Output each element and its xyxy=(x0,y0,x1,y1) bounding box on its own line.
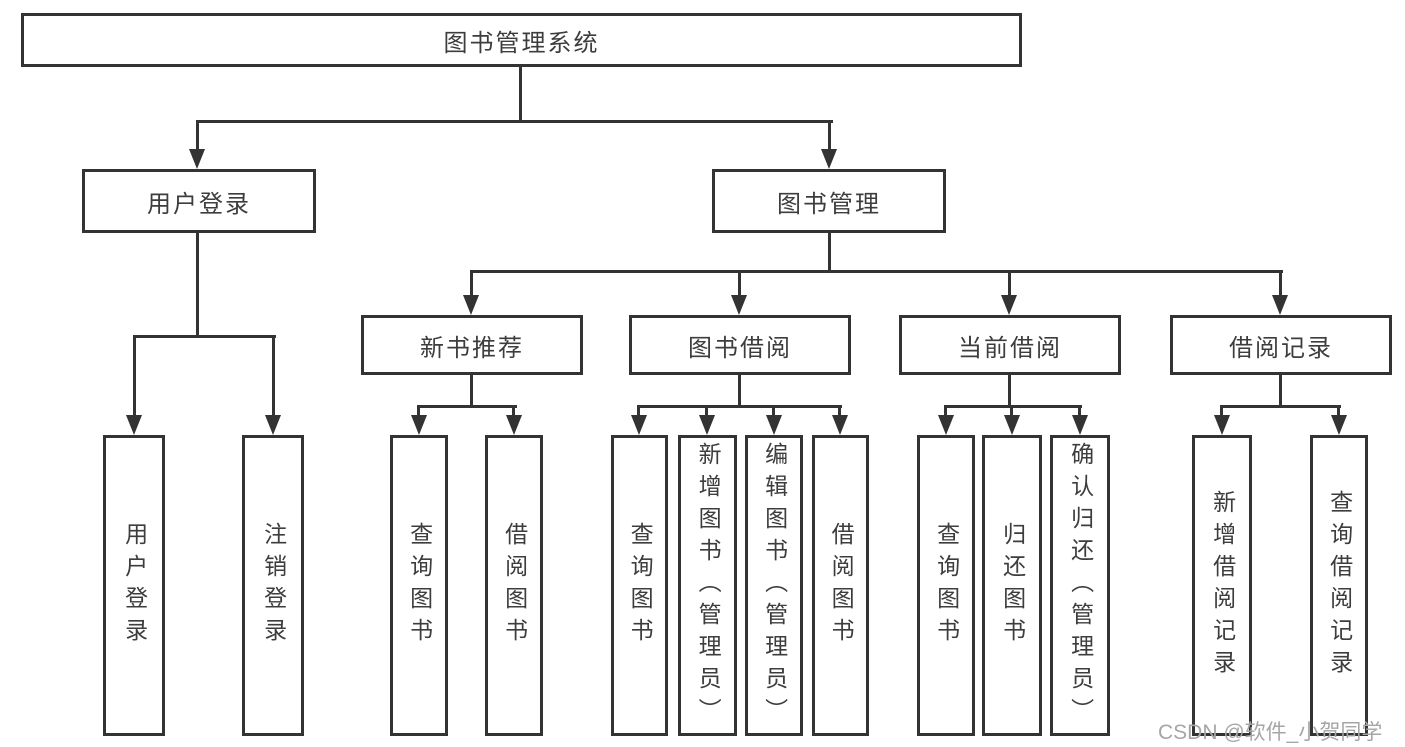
arrow-down-icon xyxy=(699,415,715,435)
node-library-management-system: 图书管理系统 xyxy=(21,13,1022,67)
arrow-down-icon xyxy=(411,415,427,435)
connector-line xyxy=(637,405,640,421)
leaf-query-borrow-record: 查询借阅记录 xyxy=(1310,435,1368,736)
connector-line xyxy=(944,405,947,421)
arrow-down-icon xyxy=(1272,295,1288,315)
connector-line xyxy=(133,335,276,338)
arrow-down-icon xyxy=(265,415,281,435)
arrow-down-icon xyxy=(766,415,782,435)
leaf-add-borrow-record: 新增借阅记录 xyxy=(1192,435,1252,736)
arrow-down-icon xyxy=(821,149,837,169)
leaf-query-books-2: 查询图书 xyxy=(611,435,668,736)
connector-line xyxy=(838,405,841,421)
node-label: 新书推荐 xyxy=(420,334,524,362)
arrow-down-icon xyxy=(938,415,954,435)
connector-line xyxy=(1008,270,1011,300)
leaf-borrow-books-1: 借阅图书 xyxy=(485,435,543,736)
leaf-label: 用户登录 xyxy=(121,521,148,650)
leaf-user-login: 用户登录 xyxy=(103,435,165,736)
node-label: 图书管理系统 xyxy=(443,29,600,57)
connector-line xyxy=(772,405,775,421)
connector-line xyxy=(828,120,831,154)
leaf-label: 借阅图书 xyxy=(828,521,855,650)
connector-line xyxy=(1279,270,1282,300)
leaf-label: 查询图书 xyxy=(406,521,433,650)
connector-line xyxy=(1337,405,1340,421)
leaf-query-books-3: 查询图书 xyxy=(917,435,975,736)
node-borrow-records: 借阅记录 xyxy=(1170,315,1392,375)
watermark: CSDN @软件_小贺同学 xyxy=(1158,721,1383,744)
node-label: 当前借阅 xyxy=(958,334,1062,362)
leaf-label: 确认归还（管理员） xyxy=(1067,441,1094,730)
connector-line xyxy=(272,335,275,421)
leaf-return-book: 归还图书 xyxy=(982,435,1042,736)
leaf-label: 查询图书 xyxy=(933,521,960,650)
connector-line xyxy=(637,405,842,408)
connector-line xyxy=(1220,405,1341,408)
node-label: 借阅记录 xyxy=(1229,334,1333,362)
arrow-down-icon xyxy=(463,295,479,315)
connector-line xyxy=(738,375,741,408)
connector-line xyxy=(1279,375,1282,408)
node-label: 图书管理 xyxy=(777,190,881,218)
connector-line xyxy=(196,120,199,154)
connector-line xyxy=(1078,405,1081,421)
leaf-edit-book-admin: 编辑图书（管理员） xyxy=(745,435,803,736)
connector-line xyxy=(470,270,1283,273)
arrow-down-icon xyxy=(1004,415,1020,435)
connector-line xyxy=(417,405,420,421)
arrow-down-icon xyxy=(126,415,142,435)
arrow-down-icon xyxy=(506,415,522,435)
leaf-label: 查询图书 xyxy=(627,521,654,650)
arrow-down-icon xyxy=(1331,415,1347,435)
node-label: 用户登录 xyxy=(147,190,251,218)
connector-line xyxy=(828,233,831,273)
connector-line xyxy=(944,405,1082,408)
connector-line xyxy=(470,270,473,300)
leaf-label: 注销登录 xyxy=(260,521,287,650)
node-current-borrow: 当前借阅 xyxy=(899,315,1121,375)
arrow-down-icon xyxy=(731,295,747,315)
leaf-label: 查询借阅记录 xyxy=(1326,489,1353,682)
leaf-label: 借阅图书 xyxy=(501,521,528,650)
leaf-borrow-books-2: 借阅图书 xyxy=(812,435,869,736)
leaf-label: 归还图书 xyxy=(999,521,1026,650)
leaf-label: 新增借阅记录 xyxy=(1209,489,1236,682)
arrow-down-icon xyxy=(1214,415,1230,435)
connector-line xyxy=(512,405,515,421)
arrow-down-icon xyxy=(1001,295,1017,315)
connector-line xyxy=(196,233,199,338)
arrow-down-icon xyxy=(832,415,848,435)
arrow-down-icon xyxy=(631,415,647,435)
node-book-borrow: 图书借阅 xyxy=(629,315,851,375)
leaf-label: 新增图书（管理员） xyxy=(695,441,722,730)
connector-line xyxy=(1008,375,1011,408)
connector-line xyxy=(133,335,136,421)
leaf-logout: 注销登录 xyxy=(242,435,304,736)
arrow-down-icon xyxy=(189,149,205,169)
leaf-add-book-admin: 新增图书（管理员） xyxy=(678,435,737,736)
arrow-down-icon xyxy=(1072,415,1088,435)
node-label: 图书借阅 xyxy=(688,334,792,362)
connector-line xyxy=(470,375,473,408)
node-user-login: 用户登录 xyxy=(82,169,316,233)
leaf-label: 编辑图书（管理员） xyxy=(761,441,788,730)
connector-line xyxy=(1220,405,1223,421)
connector-line xyxy=(738,270,741,300)
leaf-query-books-1: 查询图书 xyxy=(390,435,448,736)
connector-line xyxy=(705,405,708,421)
node-book-management: 图书管理 xyxy=(712,169,946,233)
connector-line xyxy=(1010,405,1013,421)
connector-line xyxy=(417,405,517,408)
connector-line xyxy=(519,65,522,123)
leaf-confirm-return-admin: 确认归还（管理员） xyxy=(1050,435,1110,736)
node-new-book-recommend: 新书推荐 xyxy=(361,315,583,375)
connector-line xyxy=(196,120,833,123)
